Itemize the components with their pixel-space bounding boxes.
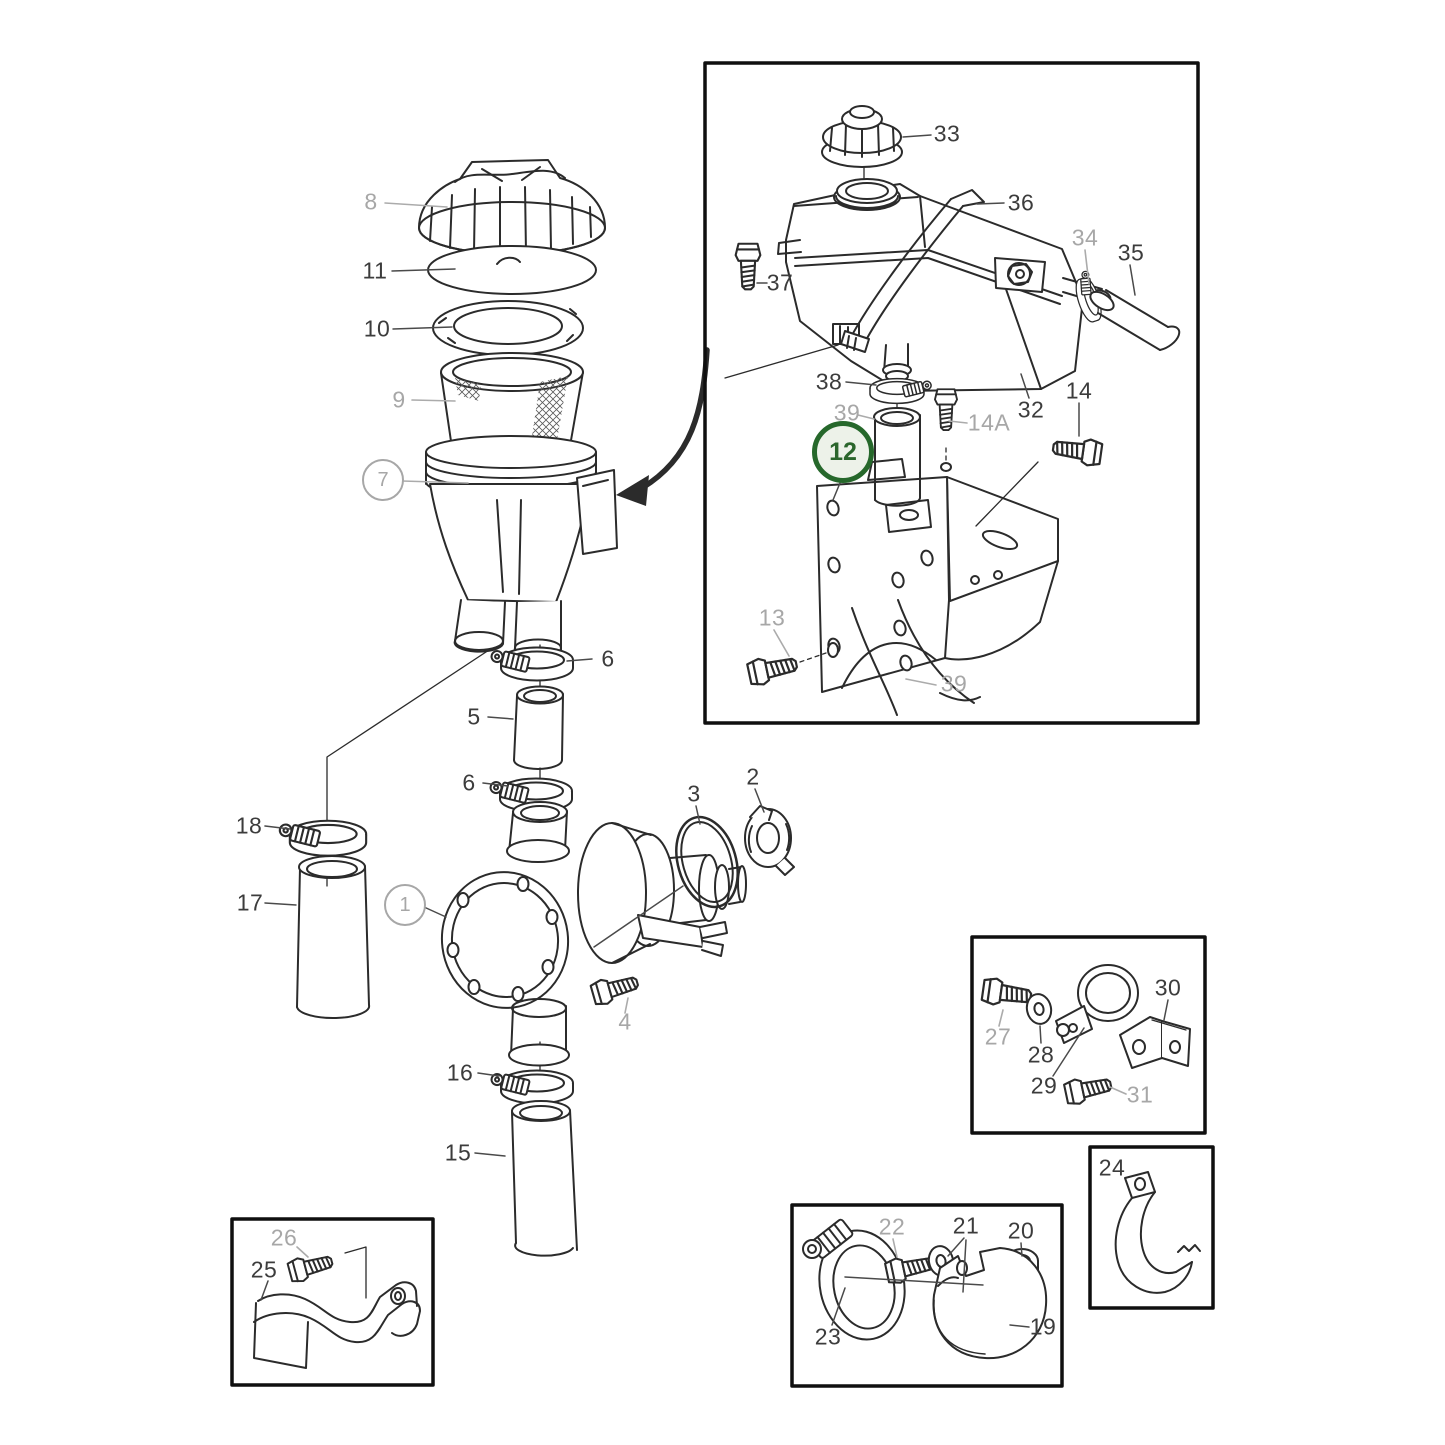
hose-curves-39-drawing (851, 599, 981, 716)
callout-24[interactable]: 24 (1098, 1154, 1126, 1181)
callout-12-highlighted[interactable]: 12 (812, 421, 874, 483)
callout-20[interactable]: 20 (1007, 1217, 1035, 1244)
sea-water-pump-1-drawing (440, 822, 747, 1009)
hose-clamp-23-drawing (802, 1218, 906, 1341)
strainer-housing-7-drawing (425, 435, 618, 664)
callout-31[interactable]: 31 (1126, 1081, 1154, 1108)
hook-bracket-24-drawing (1114, 1171, 1201, 1294)
pump-inlet-pipe-drawing (506, 801, 570, 863)
detail-box-25-26 (230, 1217, 435, 1387)
callout-10[interactable]: 10 (363, 315, 391, 342)
callout-23[interactable]: 23 (814, 1323, 842, 1350)
callout-12-text: 12 (829, 437, 857, 466)
callout-13[interactable]: 13 (758, 604, 786, 631)
callout-25[interactable]: 25 (250, 1256, 278, 1283)
callout-38[interactable]: 38 (815, 368, 843, 395)
callout-36[interactable]: 36 (1007, 189, 1035, 216)
callout-16[interactable]: 16 (446, 1059, 474, 1086)
tank-cap-33-drawing (821, 105, 903, 181)
callout-34[interactable]: 34 (1071, 224, 1099, 251)
callout-14[interactable]: 14 (1065, 377, 1093, 404)
detail-box-24 (1088, 1145, 1215, 1310)
o-ring-3-drawing (675, 815, 739, 909)
callout-6b[interactable]: 6 (462, 769, 476, 796)
cam-coupling-2-drawing (744, 805, 795, 876)
callout-21[interactable]: 21 (952, 1212, 980, 1239)
callout-7-text: 7 (377, 468, 389, 491)
leader-lines-muted (296, 202, 1127, 1258)
callout-39-upper[interactable]: 39 (833, 399, 861, 426)
hose-17-drawing (296, 855, 371, 1020)
callout-26[interactable]: 26 (270, 1224, 298, 1251)
detail-box-27-31 (970, 935, 1207, 1135)
callout-11[interactable]: 11 (362, 257, 388, 284)
strap-bracket-25-drawing (253, 1246, 421, 1369)
callout-1-text: 1 (399, 893, 411, 916)
callout-15[interactable]: 15 (444, 1139, 472, 1166)
hose-15-drawing (511, 1100, 578, 1257)
callout-18[interactable]: 18 (235, 812, 263, 839)
callout-39-lower[interactable]: 39 (940, 670, 968, 697)
callout-22[interactable]: 22 (878, 1213, 906, 1240)
callout-14a[interactable]: 14A (967, 409, 1011, 436)
inset-box (703, 61, 1200, 725)
leader-lines (260, 134, 1169, 1328)
callout-2[interactable]: 2 (746, 763, 760, 790)
callout-6a[interactable]: 6 (601, 645, 615, 672)
callout-33[interactable]: 33 (933, 120, 961, 147)
pipe-clamp-29-drawing (1055, 964, 1139, 1044)
callout-35[interactable]: 35 (1117, 239, 1145, 266)
screw-14-axis (975, 461, 1039, 527)
bracket-30-drawing (1119, 1016, 1191, 1069)
callout-4[interactable]: 4 (618, 1008, 632, 1035)
detail-box-19-23 (790, 1203, 1064, 1388)
pressure-cap-8-drawing (418, 159, 606, 255)
callout-1-circled[interactable]: 1 (384, 884, 426, 926)
callout-27[interactable]: 27 (984, 1023, 1012, 1050)
callout-3[interactable]: 3 (687, 780, 701, 807)
bracket-hole (940, 462, 952, 472)
callout-32[interactable]: 32 (1017, 396, 1045, 423)
pump-outlet-pipe-drawing (508, 998, 570, 1067)
callout-9[interactable]: 9 (392, 386, 406, 413)
callout-29[interactable]: 29 (1030, 1072, 1058, 1099)
hose-5-drawing (513, 685, 564, 770)
callout-7-circled[interactable]: 7 (362, 459, 404, 501)
screw-13-axis (799, 652, 827, 663)
sleeve-hose-39-drawing (873, 407, 921, 507)
callout-28[interactable]: 28 (1027, 1041, 1055, 1068)
callout-37[interactable]: 37 (766, 269, 794, 296)
cap-gasket-11-drawing (427, 245, 597, 295)
tank-strap-36-drawing (840, 189, 985, 353)
callout-19[interactable]: 19 (1029, 1313, 1057, 1340)
hose-35-drawing (1089, 289, 1181, 351)
bracket-hole (827, 642, 839, 658)
filler-neck-drawing (833, 178, 901, 211)
callout-17[interactable]: 17 (236, 889, 264, 916)
callout-30[interactable]: 30 (1154, 974, 1182, 1001)
callout-5[interactable]: 5 (467, 703, 481, 730)
callout-8[interactable]: 8 (364, 188, 378, 215)
